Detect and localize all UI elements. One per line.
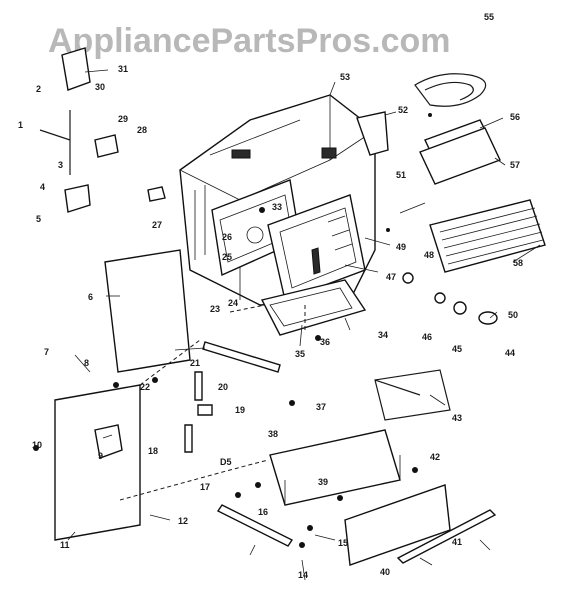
part-number-14: 14 [298,570,308,580]
part-number-35: 35 [295,349,305,359]
part-number-43: 43 [452,413,462,423]
part-number-10: 10 [32,440,42,450]
drawer-front [344,484,451,566]
part-number-53: 53 [340,72,350,82]
part-number-3: 3 [58,160,63,170]
part-number-17: 17 [200,482,210,492]
broil-element-rack [429,199,546,273]
part-number-15: 15 [338,538,348,548]
hinge-parts [184,371,213,453]
vent-duct [356,111,389,156]
part-callouts: 1234567891011121415161718192021222324252… [18,12,523,580]
part-number-30: 30 [95,82,105,92]
assembly-lines [119,304,306,501]
part-number-51: 51 [396,170,406,180]
part-number-18: 18 [148,446,158,456]
part-number-52: 52 [398,105,408,115]
oven-door-assembly [267,194,366,301]
handle-bar [202,341,281,373]
part-number-56: 56 [510,112,520,122]
part-number-50: 50 [508,310,518,320]
brackets [39,47,166,213]
part-number-26: 26 [222,232,232,242]
part-number-9: 9 [98,451,103,461]
part-number-48: 48 [424,250,434,260]
part-number-39: 39 [318,477,328,487]
part-number-38: 38 [268,429,278,439]
drawer-rails [216,504,497,564]
part-number-29: 29 [118,114,128,124]
part-number-8: 8 [84,358,89,368]
part-number-27: 27 [152,220,162,230]
storage-drawer [269,429,401,506]
bake-element [374,369,451,421]
oven-door [54,384,141,541]
part-number-12: 12 [178,516,188,526]
part-number-57: 57 [510,160,520,170]
top-element [414,73,487,107]
side-panel [104,249,191,373]
drip-pan-assembly [419,119,501,185]
part-number-25: 25 [222,252,232,262]
part-number-44: 44 [505,348,515,358]
part-number-28: 28 [137,125,147,135]
part-number-19: 19 [235,405,245,415]
watermark: AppliancePartsPros.com [48,22,450,60]
part-number-2: 2 [36,84,41,94]
part-number-5: 5 [36,214,41,224]
part-number-21: 21 [190,358,200,368]
part-number-55: 55 [484,12,494,22]
leader-lines [67,69,541,581]
part-number-47: 47 [386,272,396,282]
part-number-31: 31 [118,64,128,74]
part-number-34: 34 [378,330,388,340]
part-number-24: 24 [228,298,238,308]
part-number-45: 45 [452,344,462,354]
part-number-33: 33 [272,202,282,212]
part-number-11: 11 [60,540,70,550]
part-number-1: 1 [18,120,23,130]
part-number-40: 40 [380,567,390,577]
part-number-37: 37 [316,402,326,412]
part-number-16: 16 [258,507,268,517]
part-number-4: 4 [40,182,45,192]
section-marker: D5 [220,457,232,467]
part-number-22: 22 [140,382,150,392]
part-number-41: 41 [452,537,462,547]
lower-frame [260,279,367,336]
part-number-36: 36 [320,337,330,347]
part-number-20: 20 [218,382,228,392]
part-number-58: 58 [513,258,523,268]
small-parts [33,113,498,548]
part-number-6: 6 [88,292,93,302]
part-number-7: 7 [44,347,49,357]
part-number-42: 42 [430,452,440,462]
part-number-23: 23 [210,304,220,314]
part-number-49: 49 [396,242,406,252]
part-number-46: 46 [422,332,432,342]
